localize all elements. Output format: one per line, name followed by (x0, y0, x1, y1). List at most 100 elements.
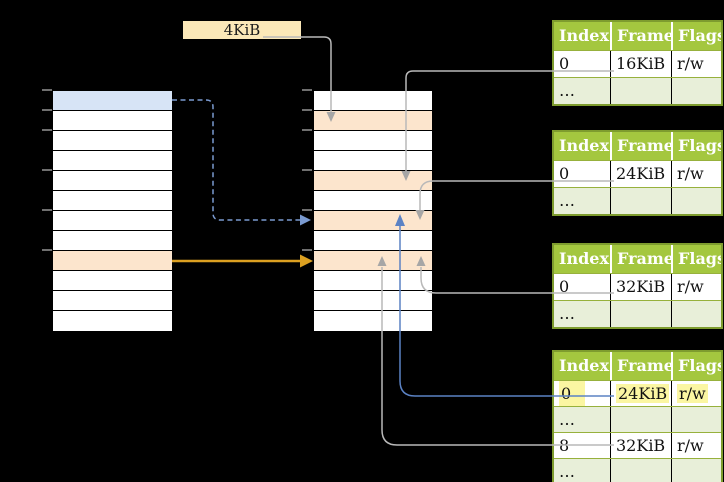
arrowhead-virtual-orange (300, 254, 313, 268)
frame-table-ellipsis-row: … (554, 406, 721, 432)
index-cell: … (559, 304, 575, 323)
index-cell: 0 (554, 381, 610, 406)
flags-cell (671, 188, 721, 214)
flags-cell (671, 78, 721, 104)
frame-table-header-cell: Index (559, 26, 610, 45)
address-tick (302, 249, 312, 251)
physical-memory-row (314, 311, 432, 331)
virtual-memory-row (53, 151, 172, 171)
virtual-memory-row (53, 211, 172, 231)
address-tick (42, 209, 52, 211)
physical-memory-row (314, 231, 432, 251)
highlighted-value: 0 (559, 381, 585, 406)
frame-table-24kib: IndexFrameFlags024KiBr/w … (552, 130, 723, 216)
virtual-memory-column (52, 90, 173, 332)
frame-table-header-cell: Frame (610, 132, 671, 160)
arrowhead-virtual-blue (300, 214, 311, 226)
address-tick (302, 129, 312, 131)
frame-cell (610, 78, 671, 104)
frame-cell (610, 301, 671, 327)
frame-cell: 24KiB (610, 381, 671, 406)
physical-memory-row (314, 271, 432, 291)
physical-memory-row (314, 91, 432, 111)
frame-table-ellipsis-row: … (554, 187, 721, 214)
address-tick (302, 109, 312, 111)
frame-table-header: IndexFrameFlags (554, 352, 721, 380)
virtual-memory-row (53, 231, 172, 251)
frame-table-level2: IndexFrameFlags024KiBr/w…832KiBr/w… (552, 350, 723, 482)
address-tick (42, 89, 52, 91)
frame-table-header-cell: Frame (610, 352, 671, 380)
frame-table-header-cell: Flags (671, 352, 721, 380)
flags-cell (671, 301, 721, 327)
physical-memory-row-orange (314, 251, 432, 271)
frame-table-ellipsis-row: … (554, 77, 721, 104)
index-cell: … (559, 410, 575, 429)
frame-table-ellipsis-row: … (554, 458, 721, 482)
address-tick (42, 109, 52, 111)
frame-cell: 24KiB (610, 161, 671, 187)
highlighted-value: 24KiB (616, 384, 670, 403)
physical-memory-row (314, 151, 432, 171)
physical-memory-row-orange (314, 171, 432, 191)
virtual-memory-row-blue (53, 91, 172, 111)
physical-memory-column (313, 90, 433, 332)
frame-cell (610, 459, 671, 482)
frame-table-header: IndexFrameFlags (554, 22, 721, 50)
frame-table-header: IndexFrameFlags (554, 245, 721, 273)
address-tick (42, 129, 52, 131)
address-tick (42, 169, 52, 171)
address-tick (302, 209, 312, 211)
index-cell: … (559, 462, 575, 481)
frame-table-header-cell: Frame (610, 245, 671, 273)
frame-table-header-cell: Index (559, 249, 610, 268)
frame-table-header-cell: Index (559, 136, 610, 155)
address-tick (302, 169, 312, 171)
frame-table-header-cell: Flags (671, 245, 721, 273)
index-cell: 0 (559, 54, 570, 73)
highlighted-value: r/w (677, 384, 708, 403)
index-cell: 8 (559, 436, 570, 455)
virtual-memory-row-orange (53, 251, 172, 271)
virtual-memory-row (53, 131, 172, 151)
physical-memory-row (314, 131, 432, 151)
frame-cell: 32KiB (610, 433, 671, 458)
index-cell: … (559, 81, 575, 100)
page-size-label-text: 4KiB (223, 21, 261, 39)
frame-table-header-cell: Frame (610, 22, 671, 50)
virtual-memory-row (53, 271, 172, 291)
virtual-memory-row (53, 171, 172, 191)
virtual-memory-row (53, 311, 172, 331)
flags-cell: r/w (671, 274, 721, 300)
frame-cell: 16KiB (610, 51, 671, 77)
frame-table-32kib: IndexFrameFlags 0 32KiBr/w … (552, 243, 723, 329)
frame-table-ellipsis-row: … (554, 300, 721, 327)
flags-cell (671, 407, 721, 432)
arrow-virtual-blue-to-physical (172, 99, 300, 221)
address-tick (302, 89, 312, 91)
frame-cell (610, 407, 671, 432)
virtual-memory-row (53, 111, 172, 131)
frame-table-header-cell: Index (559, 356, 610, 375)
index-cell: … (559, 191, 575, 210)
physical-memory-row-orange (314, 211, 432, 231)
frame-cell (610, 188, 671, 214)
flags-cell: r/w (671, 51, 721, 77)
page-size-label: 4KiB (183, 21, 301, 39)
address-tick (42, 249, 52, 251)
flags-cell: r/w (671, 433, 721, 458)
frame-table-header-cell: Flags (671, 132, 721, 160)
physical-memory-row (314, 191, 432, 211)
frame-table-entry-row: 0 24KiB r/w (554, 380, 721, 406)
physical-memory-row (314, 291, 432, 311)
physical-memory-row-orange (314, 111, 432, 131)
frame-table-header: IndexFrameFlags (554, 132, 721, 160)
frame-table-16kib: IndexFrameFlags 0 16KiBr/w … (552, 20, 723, 106)
frame-cell: 32KiB (610, 274, 671, 300)
index-cell: 0 (559, 277, 570, 296)
flags-cell: r/w (671, 161, 721, 187)
